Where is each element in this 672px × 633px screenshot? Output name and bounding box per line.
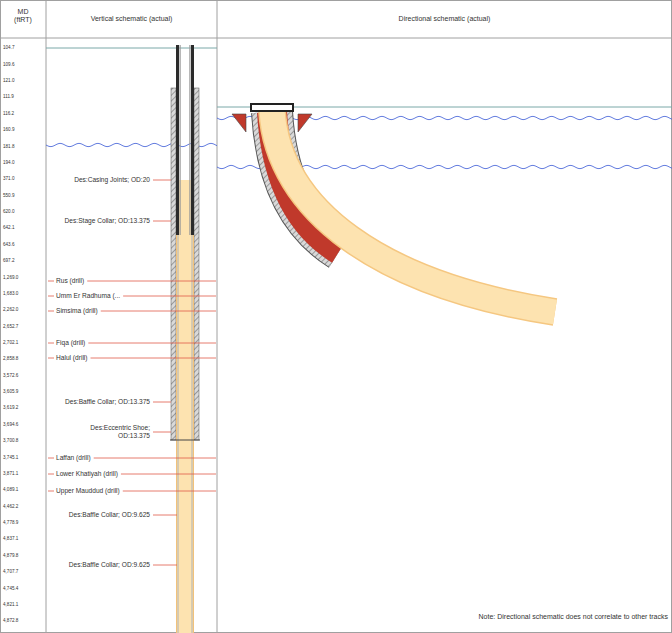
directional-wellbore: [232, 104, 555, 312]
formation-top: Laffan (drill): [56, 454, 91, 462]
depth-value: 3,871.1: [3, 471, 18, 476]
leader-line: [153, 565, 177, 566]
column-header: Vertical schematic (actual): [46, 15, 217, 23]
depth-value: 3,572.6: [3, 373, 18, 378]
leader-line: [153, 402, 171, 403]
depth-value: 4,872.8: [3, 618, 18, 623]
depth-value: 104.7: [3, 45, 15, 50]
depth-value: 3,694.6: [3, 422, 18, 427]
formation-line: [123, 491, 216, 492]
formation-top: Umm Er Radhuma (...: [56, 292, 120, 300]
depth-value: 4,089.1: [3, 487, 18, 492]
depth-value: 4,778.9: [3, 520, 18, 525]
leader-line: [153, 221, 171, 222]
column-rule: [217, 0, 218, 633]
depth-value: 3,605.9: [3, 389, 18, 394]
depth-value: 1,683.0: [3, 291, 18, 296]
column-header: Directional schematic (actual): [217, 15, 672, 23]
depth-value: 3,700.8: [3, 438, 18, 443]
formation-top: Rus (drill): [56, 277, 84, 285]
leader-line: [153, 515, 177, 516]
formation-line: [48, 474, 54, 475]
depth-value: 109.6: [3, 62, 15, 67]
formation-line: [48, 281, 54, 282]
formation-top: Halul (drill): [56, 354, 88, 362]
depth-value: 4,707.7: [3, 569, 18, 574]
formation-line: [48, 343, 54, 344]
depth-value: 160.9: [3, 127, 15, 132]
depth-value: 2,702.1: [3, 340, 18, 345]
depth-value: 697.2: [3, 258, 15, 263]
component-callout: Des:Baffle Collar; OD:9.625: [60, 511, 150, 519]
depth-value: 121.0: [3, 78, 15, 83]
formation-line: [87, 281, 216, 282]
component-callout: Des:Baffle Collar; OD:9.625: [60, 561, 150, 569]
component-callout: Des:Eccentric Shoe; OD:13.375: [60, 424, 150, 439]
depth-value: 642.1: [3, 225, 15, 230]
formation-top: Simsima (drill): [56, 307, 98, 315]
formation-line: [123, 296, 216, 297]
depth-value: 550.9: [3, 193, 15, 198]
formation-line: [48, 296, 54, 297]
formation-line: [121, 474, 216, 475]
depth-value: 2,262.0: [3, 307, 18, 312]
depth-value: 181.8: [3, 144, 15, 149]
depth-value: 194.0: [3, 160, 15, 165]
depth-value: 1,269.0: [3, 275, 18, 280]
vertical-wellbore: [170, 45, 200, 633]
depth-value: 4,879.8: [3, 553, 18, 558]
depth-value: 4,462.2: [3, 504, 18, 509]
depth-value: 111.9: [3, 94, 14, 99]
formation-line: [48, 311, 54, 312]
formation-top: Lower Khatiyah (drill): [56, 470, 118, 478]
formation-line: [48, 358, 54, 359]
depth-value: 620.0: [3, 209, 15, 214]
note-text: Note: Directional schematic does not cor…: [479, 613, 668, 621]
formation-line: [101, 311, 216, 312]
depth-value: 4,745.4: [3, 586, 18, 591]
depth-value: 3,619.2: [3, 405, 18, 410]
header-rule: [0, 38, 672, 39]
depth-value: 4,837.1: [3, 536, 18, 541]
leader-line: [153, 432, 171, 433]
formation-line: [91, 358, 216, 359]
component-callout: Des:Casing Joints; OD:20: [30, 176, 150, 184]
component-callout: Des:Baffle Collar; OD:13.375: [60, 398, 150, 406]
depth-value: 116.2: [3, 111, 14, 116]
depth-value: 2,652.7: [3, 324, 18, 329]
depth-value: 371.0: [3, 176, 15, 181]
formation-line: [48, 458, 54, 459]
formation-top: Upper Mauddud (drill): [56, 487, 120, 495]
formation-line: [48, 491, 54, 492]
formation-line: [88, 343, 216, 344]
leader-line: [153, 180, 171, 181]
depth-value: 2,858.8: [3, 356, 18, 361]
column-rule: [46, 0, 47, 633]
component-callout: Des:Stage Collar; OD:13.375: [60, 217, 150, 225]
formation-top: Fiqa (drill): [56, 339, 85, 347]
water-lines: [46, 116, 672, 168]
formation-line: [94, 458, 216, 459]
depth-value: 3,745.1: [3, 455, 18, 460]
depth-value: 4,821.1: [3, 602, 18, 607]
depth-value: 643.6: [3, 242, 15, 247]
column-header: MD (ftRT): [10, 8, 36, 24]
